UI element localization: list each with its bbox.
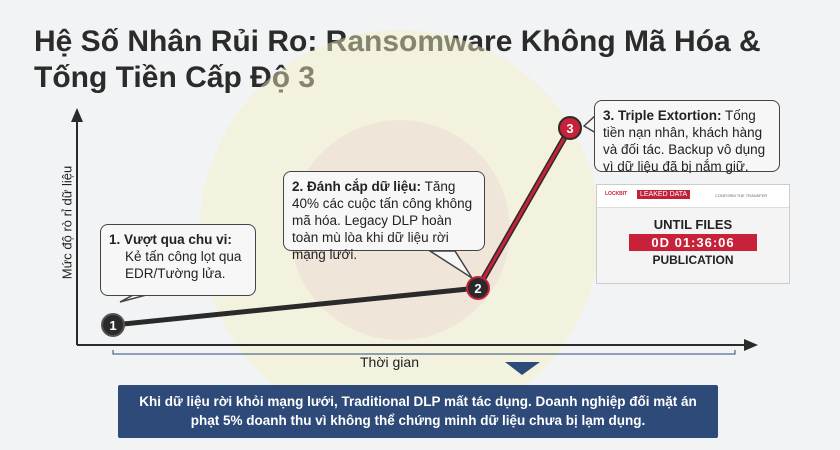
point-3: 3 [558, 116, 582, 140]
line-segment-2 [476, 127, 572, 289]
note-pointer [505, 362, 540, 375]
callout-3: 3. Triple Extortion: Tống tiền nạn nhân,… [594, 100, 780, 174]
publication-label: PUBLICATION [652, 253, 734, 267]
svg-text:1: 1 [109, 318, 116, 333]
x-axis-label: Thời gian [360, 354, 419, 370]
svg-text:2: 2 [474, 281, 481, 296]
callout-1-title: 1. Vượt qua chu vi: [109, 232, 232, 247]
callout-3-text: Tống tiền nạn nhân, khách hàng và đối tá… [603, 108, 766, 174]
y-axis-label: Mức độ rò rỉ dữ liệu [59, 165, 75, 280]
until-files-label: UNTIL FILES [653, 217, 733, 232]
page-title: Hệ Số Nhân Rủi Ro: Ransomware Không Mã H… [34, 25, 761, 94]
point-1: 1 [101, 313, 125, 337]
y-axis-arrow-icon [71, 108, 83, 122]
leaked-data-tag: LEAKED DATA [637, 190, 691, 199]
callout-2-text: Tăng 40% các cuộc tấn công không mã hóa.… [292, 179, 473, 262]
countdown-timer: 0D 01:36:06 [629, 234, 757, 251]
leak-site-hint: CONFORM THE TRANSFER [715, 193, 768, 198]
x-axis-arrow-icon [744, 339, 758, 351]
callout-1-text: Kẻ tấn công lọt qua EDR/Tường lửa. [125, 249, 242, 281]
callout-1: 1. Vượt qua chu vi: Kẻ tấn công lọt qua … [100, 224, 256, 296]
svg-text:3: 3 [566, 121, 573, 136]
point-2: 2 [466, 276, 490, 300]
time-bracket [112, 350, 736, 355]
line-segment-1 [112, 285, 479, 328]
callout-2: 2. Đánh cắp dữ liệu: Tăng 40% các cuộc t… [283, 171, 485, 262]
leak-site-screenshot: LOCKBIT LEAKED DATA CONFORM THE TRANSFER… [596, 184, 790, 284]
callout-2-tail [427, 250, 473, 279]
lockbit-logo: LOCKBIT [605, 191, 628, 197]
callout-2-title: 2. Đánh cắp dữ liệu: [292, 179, 422, 194]
bottom-note: Khi dữ liệu rời khỏi mạng lưới, Traditio… [118, 385, 718, 438]
callout-3-title: 3. Triple Extortion: [603, 108, 722, 123]
